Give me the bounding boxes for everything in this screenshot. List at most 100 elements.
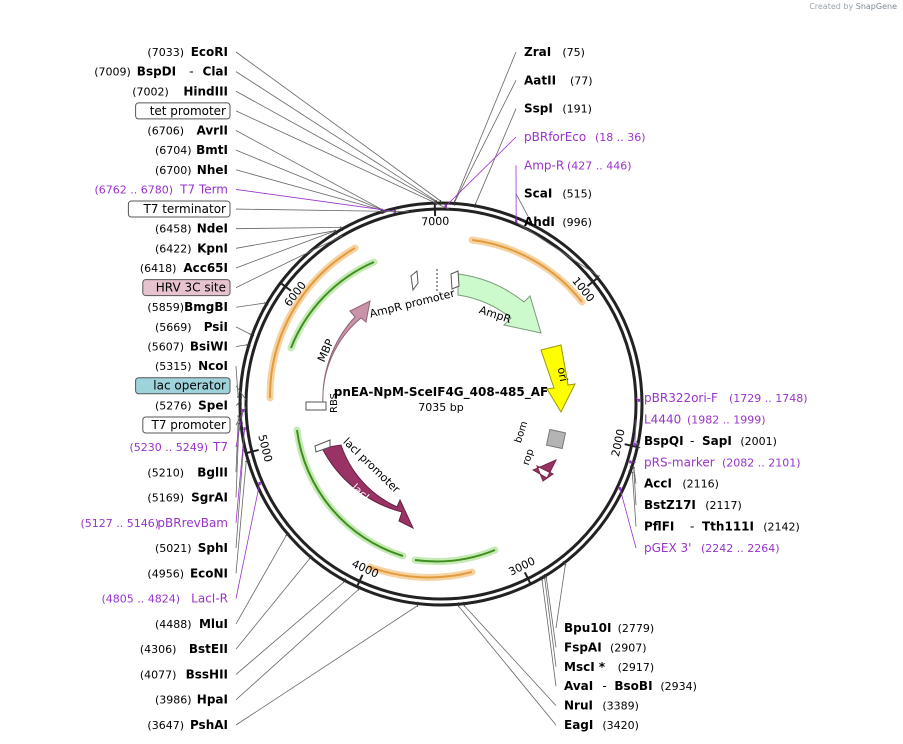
feature-tet-promoter-leader xyxy=(235,110,450,210)
primer-laci-r-label: LacI-R(4805 .. 4824) xyxy=(101,592,228,606)
enzyme-sgrai-label: SgrAI(5169) xyxy=(147,491,228,505)
enzyme-eagi-leader xyxy=(458,605,557,726)
feature-t7-terminator-label: T7 terminator xyxy=(127,200,231,218)
primer-t7-name: T7 xyxy=(212,440,228,454)
enzyme-bspqi-name: BspQI xyxy=(644,434,684,448)
primer-laci-r-name: LacI-R xyxy=(191,592,228,606)
tick-mark-2000 xyxy=(624,443,637,448)
enzyme-avrii-leader xyxy=(235,130,383,211)
enzyme-bsteii-leader xyxy=(235,558,310,650)
enzyme-bsshii-leader xyxy=(235,581,344,675)
enzyme-mlui-name: MluI xyxy=(199,617,228,631)
enzyme-ndei-name: NdeI xyxy=(197,222,228,236)
enzyme-scai-position: (515) xyxy=(562,188,592,201)
enzyme-pshai-leader xyxy=(235,605,418,726)
enzyme-avrii-name: AvrII xyxy=(196,124,228,138)
tick-label-2000: 2000 xyxy=(609,428,628,458)
enzyme-fspai-leader xyxy=(545,577,557,648)
enzyme-pshai-label: PshAI(3647) xyxy=(147,718,228,732)
enzyme-fspai-label: FspAI(2907) xyxy=(564,640,647,654)
enzyme-pshai-name: PshAI xyxy=(190,718,228,732)
leader-line-layer xyxy=(235,51,641,726)
feature-hrv-3c-site-label: HRV 3C site xyxy=(142,279,231,297)
enzyme-kpni-name: KpnI xyxy=(197,241,228,255)
enzyme-ncoi-leader xyxy=(235,366,239,398)
enzyme-bmgbi-name: BmgBI xyxy=(184,300,228,314)
enzyme-bsteii-position: (4306) xyxy=(140,643,177,656)
enzyme-nrui-label: NruI(3389) xyxy=(564,699,639,713)
enzyme-zrai-name: ZraI xyxy=(524,45,551,59)
enzyme-bglii-leader xyxy=(235,415,239,473)
enzyme-nhei-label: NheI(6700) xyxy=(155,163,228,177)
pbr-arrow xyxy=(450,270,460,290)
primer-l4440-leader xyxy=(634,419,637,445)
enzyme-hpai-leader xyxy=(235,589,359,701)
tick-mark-1000 xyxy=(586,277,598,287)
tick-label-7000: 7000 xyxy=(421,215,449,229)
enzyme-bsiwi-leader xyxy=(235,344,247,347)
feature-tet-promoter-box xyxy=(135,102,231,120)
primer-laci-r-leader xyxy=(235,483,261,599)
feature-lac-operator-label: lac operator xyxy=(135,377,231,395)
enzyme-scai-leader xyxy=(515,193,532,223)
enzyme-acci-name: AccI xyxy=(644,477,672,491)
enzyme-avrii-position: (6706) xyxy=(147,125,184,138)
primer-pbr322ori-f-name: pBR322ori-F xyxy=(644,391,718,405)
enzyme-ndei-label: NdeI(6458) xyxy=(155,222,228,236)
enzyme-sspi-leader xyxy=(475,108,517,205)
enzyme-msci-name: MscI * xyxy=(564,660,606,674)
primer-t7-term-label: T7 Term(6762 .. 6780) xyxy=(94,182,228,196)
enzyme-hpai-position: (3986) xyxy=(155,694,192,707)
enzyme-avai-label: AvaI-BsoBI(2934) xyxy=(564,679,697,693)
enzyme-bspqi-leader xyxy=(635,440,640,448)
tick-mark-3000 xyxy=(523,571,532,584)
enzyme-scai-name: ScaI xyxy=(524,187,552,201)
enzyme-psii-label: PsiI(5669) xyxy=(155,320,228,334)
enzyme-bglii-label: BglII(5210) xyxy=(147,465,228,479)
ampr-promoter-label: AmpR promoter xyxy=(368,287,456,321)
enzyme-ahdi-leader xyxy=(515,221,599,277)
primer-pbr322ori-f-label: pBR322ori-F(1729 .. 1748) xyxy=(644,391,808,405)
enzyme-zrai-label: ZraI(75) xyxy=(524,45,585,59)
enzyme-avai-separator: - xyxy=(602,679,606,693)
orf-arc-bottom-green-core xyxy=(414,549,496,563)
enzyme-avai-name-alt: BsoBI xyxy=(614,679,652,693)
enzyme-ncoi-label: NcoI(5315) xyxy=(155,359,228,373)
primer-l4440-name: L4440 xyxy=(644,412,681,426)
enzyme-aatii-label: AatII(77) xyxy=(524,73,593,87)
rop-label: rop xyxy=(521,448,537,467)
enzyme-bsteii-label: BstEII(4306) xyxy=(140,642,228,656)
enzyme-bsiwi-label: BsiWI(5607) xyxy=(147,339,228,353)
enzyme-ahdi-label: AhdI(996) xyxy=(524,215,592,229)
enzyme-econi-label: EcoNI(4956) xyxy=(147,566,228,580)
enzyme-aatii-leader xyxy=(454,80,517,202)
enzyme-sgrai-name: SgrAI xyxy=(191,491,228,505)
bom-feature xyxy=(545,428,567,450)
enzyme-bmti-name: BmtI xyxy=(196,143,228,157)
enzyme-ncoi-position: (5315) xyxy=(155,360,192,373)
enzyme-bsshii-label: BssHII(4077) xyxy=(140,667,228,681)
enzyme-bpu10i-position: (2779) xyxy=(618,622,655,635)
plasmid-length: 7035 bp xyxy=(418,401,463,414)
enzyme-mlui-label: MluI(4488) xyxy=(155,617,228,631)
enzyme-psii-position: (5669) xyxy=(155,321,192,334)
enzyme-bmgbi-position: (5859) xyxy=(147,301,184,314)
orf-arc-mbp-green-core xyxy=(290,261,375,349)
enzyme-hindiii-leader xyxy=(235,90,436,202)
primer-amp-r-name: Amp-R xyxy=(524,158,564,172)
enzyme-acc65i-leader xyxy=(235,230,335,269)
enzyme-sspi-label: SspI(191) xyxy=(524,102,592,116)
enzyme-ndei-leader xyxy=(235,226,341,230)
primer-amp-r-position: (427 .. 446) xyxy=(567,159,632,172)
primer-l4440-position: (1982 .. 1999) xyxy=(687,413,766,426)
enzyme-bmti-label: BmtI(6704) xyxy=(155,143,228,157)
enzyme-econi-position: (4956) xyxy=(147,567,184,580)
primer-pbrrevbam-position: (5127 .. 5146) xyxy=(80,517,159,530)
enzyme-msci-leader xyxy=(544,578,557,667)
primer-pbrrevbam-site-mark xyxy=(243,427,246,431)
mbp-feature xyxy=(308,300,371,406)
enzyme-pflfi-separator: - xyxy=(690,520,694,534)
enzyme-nrui-leader xyxy=(463,605,557,706)
enzyme-bsiwi-position: (5607) xyxy=(147,340,184,353)
orf-arc-laci-green-core xyxy=(296,429,404,557)
